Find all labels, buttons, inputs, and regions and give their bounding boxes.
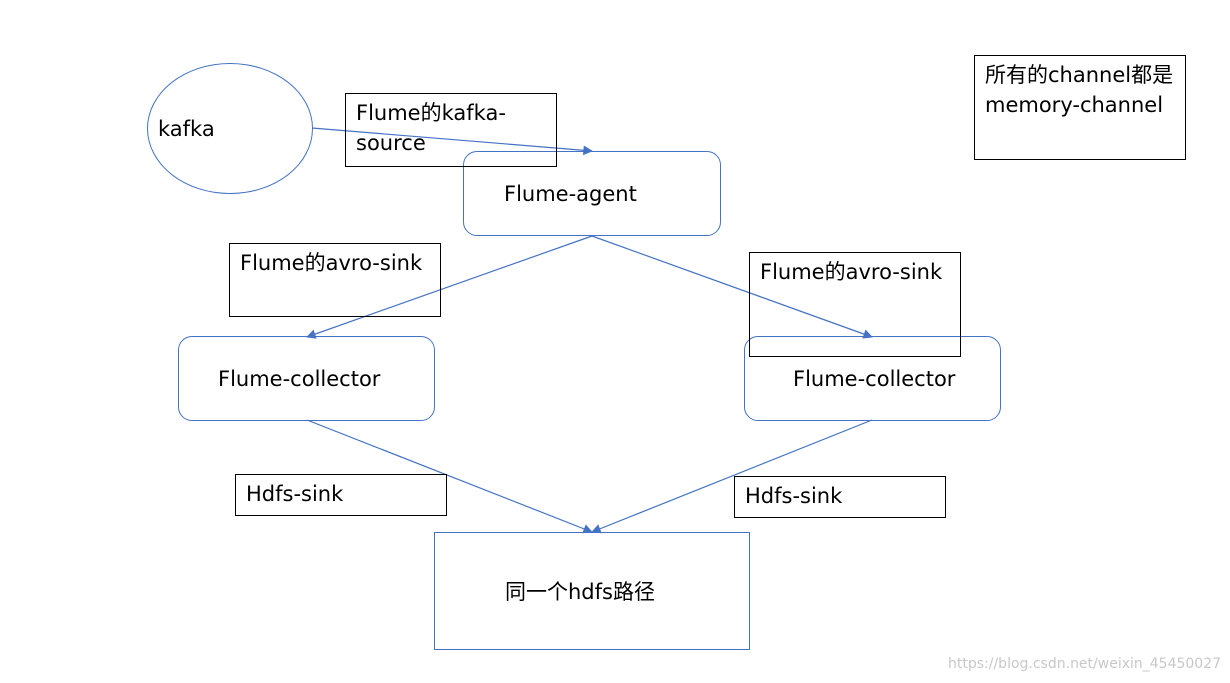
- channel-note: 所有的channel都是memory-channel: [974, 55, 1186, 160]
- flume-agent-node: Flume-agent: [463, 151, 721, 236]
- watermark: https://blog.csdn.net/weixin_45450027: [948, 656, 1222, 672]
- hdfs-sink-right-label: Hdfs-sink: [734, 476, 946, 518]
- flume-collector-left-label: Flume-collector: [218, 366, 381, 391]
- flume-agent-node-label: Flume-agent: [504, 181, 637, 206]
- flume-collector-left-node: Flume-collector: [178, 336, 435, 421]
- avro-sink-right-label: Flume的avro-sink: [749, 252, 961, 357]
- kafka-source-label: Flume的kafka-source: [345, 93, 557, 167]
- hdfs-path-node-label: 同一个hdfs路径: [505, 580, 655, 604]
- avro-sink-left-label: Flume的avro-sink: [229, 243, 441, 317]
- kafka-node: kafka: [147, 63, 313, 194]
- flume-collector-right-label: Flume-collector: [793, 366, 956, 391]
- hdfs-sink-left-label: Hdfs-sink: [235, 474, 447, 516]
- hdfs-path-node: 同一个hdfs路径: [434, 532, 750, 650]
- kafka-node-label: kafka: [158, 116, 215, 141]
- flume-collector-right-node: Flume-collector: [744, 336, 1001, 421]
